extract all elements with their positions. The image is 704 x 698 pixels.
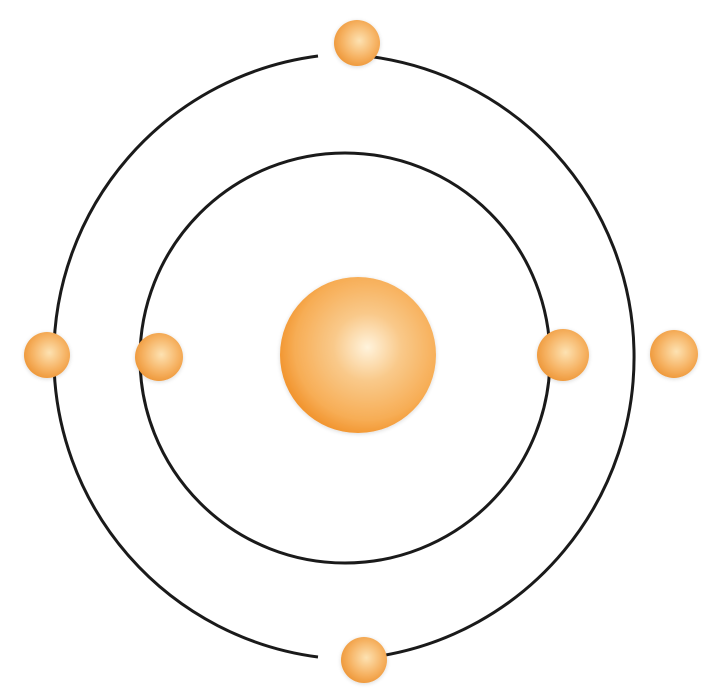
electron-outer-right [650,330,698,378]
electron-outer-bottom [341,637,387,683]
outer-orbit-left-arc [54,56,318,657]
electron-inner-left [135,333,183,381]
electron-outer-left [24,332,70,378]
electron-outer-top [334,20,380,66]
nucleus [280,277,436,433]
electron-inner-right [537,329,589,381]
